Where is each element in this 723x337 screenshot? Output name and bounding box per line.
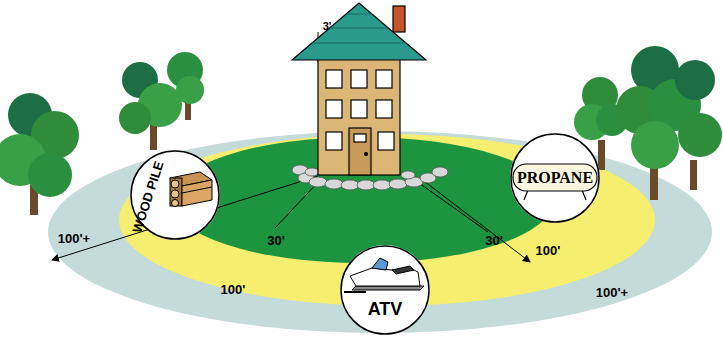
shingle-line — [346, 14, 372, 15]
tree-trunk — [690, 160, 697, 190]
propane-circle: PROPANE — [510, 133, 600, 223]
window — [326, 100, 342, 118]
trees-left — [0, 52, 204, 215]
stone — [357, 180, 375, 190]
door — [349, 128, 371, 175]
distance-line — [412, 178, 488, 232]
window — [351, 70, 367, 88]
stone — [401, 171, 415, 179]
log-line — [182, 187, 212, 193]
shingle-line — [312, 43, 406, 44]
circle-outline — [340, 245, 430, 335]
atv-circle: ATV — [340, 245, 430, 335]
stone — [389, 179, 407, 189]
stone — [373, 180, 391, 190]
tree-crown — [678, 113, 722, 157]
log-side — [170, 178, 182, 206]
tree-trunk — [650, 165, 658, 200]
circle-fill — [510, 133, 600, 223]
windows — [326, 70, 394, 150]
window — [376, 100, 392, 118]
tree-crown — [28, 153, 72, 197]
seat — [392, 266, 414, 274]
shingle-line — [330, 28, 388, 29]
distance-label: 30' — [267, 234, 285, 247]
log-end — [171, 190, 179, 198]
window — [378, 132, 394, 150]
stone — [309, 177, 327, 187]
circle-border — [131, 151, 219, 239]
roof-shingles — [312, 14, 406, 43]
propane-tank — [513, 164, 597, 200]
log-end — [172, 200, 179, 207]
ski — [344, 291, 366, 293]
window — [326, 70, 342, 88]
distance-label: 100'+ — [58, 232, 90, 245]
circle-border — [341, 246, 429, 334]
stone — [432, 167, 448, 177]
tank-body — [513, 164, 597, 191]
circle-border — [511, 134, 599, 222]
distance-label: 100' — [221, 283, 246, 296]
distance-label: 3' — [323, 21, 332, 32]
log-stack — [170, 172, 212, 207]
tree-trunk — [598, 140, 605, 170]
tree-crown — [631, 121, 679, 169]
stone — [325, 179, 343, 189]
distance-label: 30' — [485, 234, 503, 247]
snowmobile — [344, 258, 424, 292]
track — [352, 286, 424, 290]
house — [292, 3, 426, 175]
window — [326, 132, 342, 150]
log-front — [182, 180, 212, 206]
window — [351, 100, 367, 118]
house-wall — [318, 55, 400, 175]
leader-lines — [52, 32, 530, 262]
distance-label: 100'+ — [596, 286, 628, 299]
roof — [292, 3, 426, 60]
node-label: ATV — [368, 300, 403, 318]
node-label: PROPANE — [517, 170, 593, 186]
tree-crown — [675, 60, 715, 100]
circle-fill — [130, 150, 220, 240]
stone — [305, 168, 319, 176]
windshield — [372, 258, 388, 270]
node-label: WOOD PILE — [130, 160, 165, 235]
door-knob — [365, 153, 368, 156]
stone — [341, 180, 359, 190]
distance-label: 100' — [536, 244, 561, 257]
tree-crown — [176, 76, 204, 104]
window — [376, 70, 392, 88]
door-window — [354, 134, 366, 142]
circle-fill — [340, 245, 430, 335]
log-end — [171, 180, 179, 188]
chimney — [393, 6, 405, 32]
wood-pile-circle: WOOD PILE — [130, 150, 220, 240]
tree-crown — [119, 102, 151, 134]
